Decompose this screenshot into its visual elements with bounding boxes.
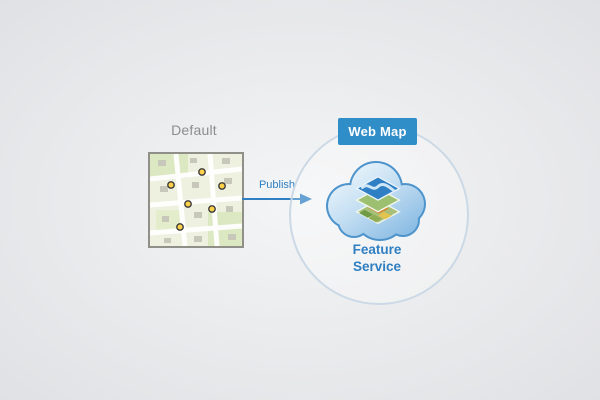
map-point — [176, 223, 184, 231]
map-illustration — [150, 154, 242, 246]
map-title: Default — [171, 122, 217, 138]
layers-icon — [355, 176, 401, 225]
map-point — [167, 181, 175, 189]
map-point — [198, 168, 206, 176]
blue-layer — [355, 176, 401, 201]
feature-service-label: Feature Service — [352, 242, 402, 274]
river-mark — [361, 183, 395, 192]
map-thumbnail — [148, 152, 244, 248]
map-point — [208, 205, 216, 213]
map-feature-points — [167, 168, 226, 231]
publish-label: Publish — [258, 179, 296, 191]
map-point — [184, 200, 192, 208]
webmap-badge: Web Map — [338, 118, 417, 145]
map-buildings — [158, 158, 236, 243]
map-point — [218, 182, 226, 190]
webmap-badge-label: Web Map — [348, 124, 407, 139]
map-streets — [150, 154, 242, 246]
